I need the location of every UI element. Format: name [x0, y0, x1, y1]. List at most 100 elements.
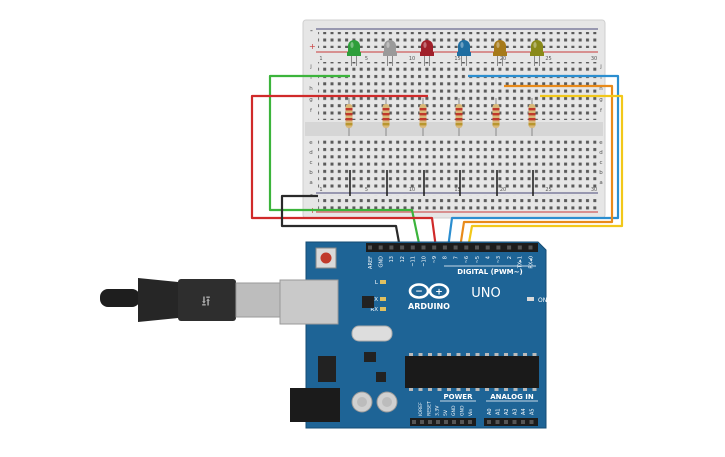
chip-pin — [428, 388, 432, 391]
led-highlight — [496, 42, 500, 48]
resistor — [528, 98, 536, 136]
led-highlight — [423, 42, 427, 48]
resistors — [345, 98, 536, 136]
rx-label: RX — [370, 307, 378, 313]
led-dome — [421, 40, 433, 53]
power-header-pin — [428, 420, 432, 424]
column-number-top: 30 — [591, 56, 597, 62]
analog-header-pin — [504, 420, 508, 424]
row-letter-left: e — [309, 140, 313, 146]
center-channel — [305, 122, 603, 136]
bottom-rail-holes — [318, 195, 598, 210]
header-pin — [485, 245, 490, 250]
lower-terminal-holes — [318, 138, 598, 190]
chip-pin — [456, 388, 461, 391]
power-label: POWER — [444, 393, 474, 401]
header-pin — [442, 245, 447, 250]
chip-pin — [523, 388, 527, 391]
row-letter-left: i — [310, 75, 312, 81]
l-led — [380, 280, 386, 284]
l-label: L — [375, 280, 379, 286]
ground-jumpers — [349, 170, 534, 196]
on-label: ON — [538, 297, 547, 304]
column-number-bottom: 15 — [454, 187, 460, 193]
resistor-band — [455, 118, 463, 121]
usb-chip — [362, 296, 374, 308]
leds — [347, 40, 544, 66]
power-header-pin — [452, 420, 456, 424]
analog-pin-label: A4 — [521, 408, 527, 415]
led-rim — [383, 52, 397, 56]
row-letter-right: j — [599, 64, 602, 70]
crystal-oscillator — [351, 325, 393, 342]
header-pin — [400, 245, 405, 250]
header-pin-label: ~10 — [421, 256, 427, 267]
chip-pin — [418, 388, 423, 391]
header-pin-label: 7 — [453, 256, 459, 259]
analog-header — [484, 418, 538, 426]
resistor — [492, 98, 500, 136]
bottom-header-pins — [412, 420, 534, 424]
row-letter-left: g — [309, 97, 313, 103]
arduino-logo: − + ARDUINO — [408, 283, 450, 311]
chip-pin — [418, 353, 423, 356]
chip-pin — [447, 353, 451, 356]
voltage-regulator — [318, 356, 336, 382]
header-pin-label: 8 — [443, 256, 449, 259]
header-pin — [410, 245, 415, 250]
column-number-top: 10 — [409, 56, 415, 62]
row-letter-right: i — [600, 75, 602, 81]
chip-pin — [494, 388, 499, 391]
logo-infinity-left — [408, 283, 430, 299]
analog-pin-label: A3 — [513, 408, 519, 415]
digital-label: DIGITAL (PWM~) — [457, 268, 522, 276]
power-pin-label: 3.3V — [435, 405, 441, 416]
chip-pin — [485, 388, 489, 391]
header-pin-label: 2 — [507, 256, 513, 259]
chip-pin — [532, 388, 537, 391]
tx-led — [380, 297, 386, 301]
led-rim — [530, 52, 544, 56]
header-pin-label: RX◂0 — [528, 256, 534, 269]
header-pin — [496, 245, 501, 250]
analog-pin-label: A5 — [530, 408, 536, 415]
power-header-pin — [460, 420, 464, 424]
chip-pin — [494, 353, 499, 356]
power-pin-label: 5V — [443, 409, 449, 416]
column-number-top: 25 — [545, 56, 551, 62]
chip-pin — [409, 353, 413, 356]
digital-header-pins — [368, 245, 533, 250]
row-letter-right: h — [599, 86, 603, 92]
power-pin-label: GND — [460, 405, 466, 416]
resistor-band-gold — [419, 123, 427, 126]
column-number-bottom: 25 — [545, 187, 551, 193]
header-pin-label: ~6 — [464, 256, 470, 263]
jumper-wires — [250, 74, 624, 249]
rx-led — [380, 307, 386, 311]
row-letter-left: f — [310, 108, 313, 114]
header-pin — [421, 245, 426, 250]
column-number-bottom: 20 — [500, 187, 506, 193]
resistor-band-gold — [528, 123, 536, 126]
row-letter-left: h — [309, 86, 313, 92]
usb-connector-body — [178, 279, 236, 321]
resistor — [382, 98, 390, 136]
analog-header-pin — [529, 420, 534, 424]
atmega-chip-pins — [409, 353, 537, 391]
chip-pin — [485, 353, 489, 356]
header-pin — [528, 245, 533, 250]
analog-pin-label: A2 — [504, 408, 510, 415]
led-highlight — [350, 42, 354, 48]
led-rim — [457, 52, 471, 56]
header-pin-label: ~9 — [432, 256, 438, 263]
power-header-pin — [468, 420, 472, 424]
tx-label: TX — [370, 297, 378, 303]
resistor-band — [492, 118, 500, 121]
logo-infinity-right — [428, 283, 450, 299]
analog-pin-label: A0 — [487, 408, 493, 415]
header-pin — [464, 245, 469, 250]
chip-pin — [466, 388, 470, 391]
